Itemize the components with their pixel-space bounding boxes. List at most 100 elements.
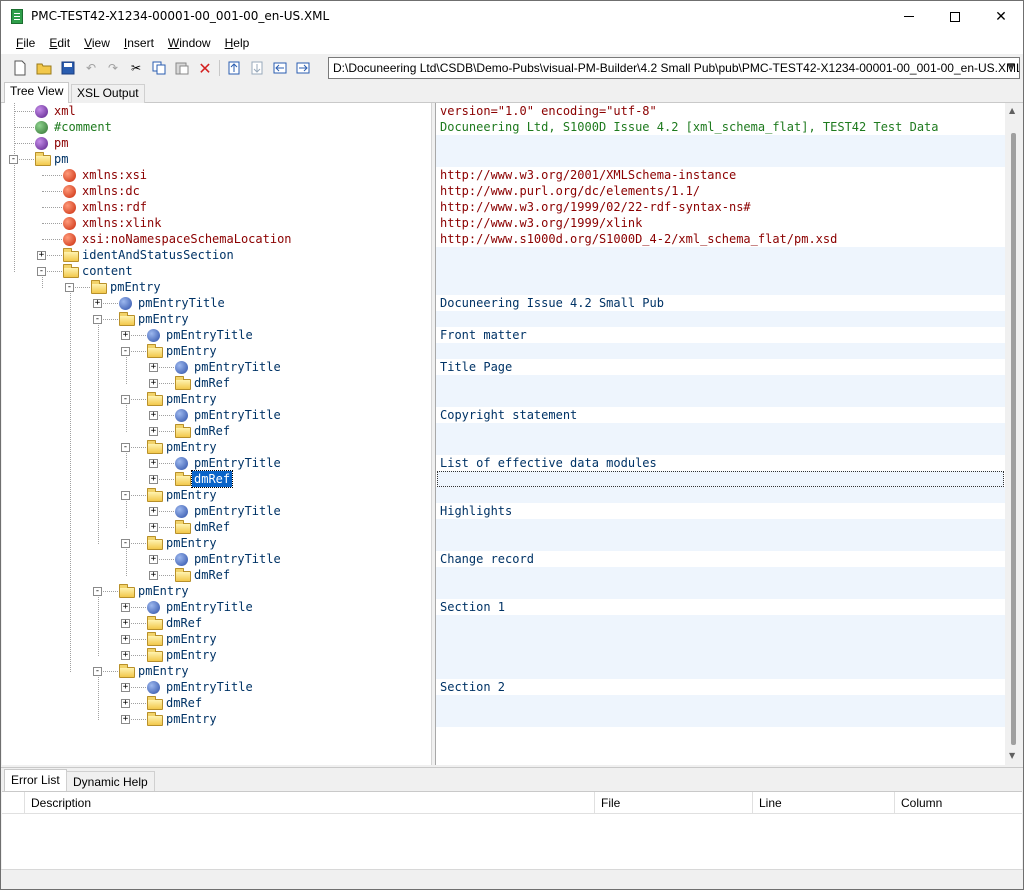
node-value-row[interactable] xyxy=(436,647,1005,663)
tree-node-label[interactable]: pmEntry xyxy=(138,584,189,598)
node-value-row[interactable] xyxy=(436,487,1005,503)
expand-node-icon[interactable]: + xyxy=(37,250,46,260)
chevron-down-icon[interactable]: ▼ xyxy=(1006,61,1016,72)
scroll-down-icon[interactable]: ▼ xyxy=(1009,751,1016,760)
tree-node-label[interactable]: dmRef xyxy=(190,470,234,488)
tree-node-label[interactable]: dmRef xyxy=(194,424,231,438)
tree-node-label[interactable]: pm xyxy=(54,136,69,150)
node-value-row[interactable]: Front matter xyxy=(436,327,1005,343)
node-value-row[interactable]: http://www.w3.org/1999/xlink xyxy=(436,215,1005,231)
node-value-row[interactable] xyxy=(436,135,1005,151)
tab-tree-view[interactable]: Tree View xyxy=(4,82,70,104)
tab-error-list[interactable]: Error List xyxy=(4,769,67,792)
collapse-node-icon[interactable]: - xyxy=(121,442,130,452)
expand-node-icon[interactable]: + xyxy=(121,650,130,660)
node-value-row[interactable] xyxy=(436,151,1005,167)
redo-button[interactable]: ↷ xyxy=(104,59,122,77)
open-file-button[interactable] xyxy=(35,59,53,77)
scrollbar-thumb[interactable] xyxy=(1011,133,1016,745)
expand-node-icon[interactable]: + xyxy=(121,602,130,612)
node-value-text[interactable]: Docuneering Ltd, S1000D Issue 4.2 [xml_s… xyxy=(440,120,939,134)
tree-node-row[interactable]: -pmEntry xyxy=(2,535,431,551)
tree-node-row[interactable]: +pmEntryTitle xyxy=(2,407,431,423)
node-value-row[interactable] xyxy=(436,615,1005,631)
tree-node-row[interactable]: +dmRef xyxy=(2,375,431,391)
node-value-row[interactable] xyxy=(436,279,1005,295)
tree-node-row[interactable]: + dmRef xyxy=(2,615,431,631)
tree-node-row[interactable]: -content xyxy=(2,263,431,279)
node-value-row[interactable]: Docuneering Ltd, S1000D Issue 4.2 [xml_s… xyxy=(436,119,1005,135)
node-value-row[interactable]: Section 1 xyxy=(436,599,1005,615)
tree-node-label[interactable]: pmEntry xyxy=(166,344,217,358)
expand-node-icon[interactable]: + xyxy=(149,378,158,388)
node-value-text[interactable]: Change record xyxy=(440,552,534,566)
expand-node-icon[interactable]: + xyxy=(149,362,158,372)
tree-node-label[interactable]: xmlns:rdf xyxy=(82,200,148,214)
tree-node-label[interactable]: pmEntry xyxy=(166,536,217,550)
save-button[interactable] xyxy=(59,59,77,77)
expand-node-icon[interactable]: + xyxy=(149,522,158,532)
collapse-node-icon[interactable]: - xyxy=(37,266,46,276)
node-value-text[interactable]: version="1.0" encoding="utf-8" xyxy=(440,104,657,118)
node-value-text[interactable]: http://www.w3.org/1999/xlink xyxy=(440,216,643,230)
node-value-text[interactable]: Section 2 xyxy=(440,680,506,694)
tree-node-label[interactable]: #comment xyxy=(54,120,112,134)
minimize-button[interactable] xyxy=(886,1,932,32)
tree-node-row[interactable]: + pmEntry xyxy=(2,647,431,663)
copy-button[interactable] xyxy=(150,59,168,77)
column-line[interactable]: Line xyxy=(752,792,894,814)
node-value-text[interactable]: http://www.w3.org/1999/02/22-rdf-syntax-… xyxy=(440,200,751,214)
node-value-row[interactable] xyxy=(436,263,1005,279)
expand-node-icon[interactable]: + xyxy=(121,698,130,708)
node-value-row[interactable]: http://www.s1000d.org/S1000D_4-2/xml_sch… xyxy=(436,231,1005,247)
collapse-node-icon[interactable]: - xyxy=(121,346,130,356)
tree-node-row[interactable]: +pmEntry xyxy=(2,631,431,647)
node-value-row[interactable] xyxy=(436,631,1005,647)
node-value-row[interactable] xyxy=(436,695,1005,711)
tree-node-label[interactable]: identAndStatusSection xyxy=(82,248,234,262)
tree-node-label[interactable]: pmEntryTitle xyxy=(194,504,281,518)
tree-node-row[interactable]: - pmEntry xyxy=(2,343,431,359)
tree-node-row[interactable]: xmlns:dc xyxy=(2,183,431,199)
node-value-row[interactable]: Highlights xyxy=(436,503,1005,519)
node-value-text[interactable]: Front matter xyxy=(440,328,527,342)
node-values-pane[interactable]: version="1.0" encoding="utf-8" Docuneerin… xyxy=(436,103,1005,765)
node-value-row[interactable] xyxy=(436,311,1005,327)
tree-node-label[interactable]: pmEntry xyxy=(138,312,189,326)
node-value-row[interactable]: Docuneering Issue 4.2 Small Pub xyxy=(436,295,1005,311)
tree-node-row[interactable]: -pmEntry xyxy=(2,439,431,455)
tree-node-label[interactable]: xmlns:dc xyxy=(82,184,140,198)
menu-insert[interactable]: Insert xyxy=(117,32,161,54)
tree-node-label[interactable]: pmEntry xyxy=(166,488,217,502)
expand-node-icon[interactable]: + xyxy=(149,458,158,468)
node-value-row[interactable] xyxy=(436,519,1005,535)
expand-node-icon[interactable]: + xyxy=(121,618,130,628)
tree-node-label[interactable]: dmRef xyxy=(166,616,203,630)
delete-button[interactable]: ✕ xyxy=(196,59,214,78)
tree-node-label[interactable]: pmEntryTitle xyxy=(194,408,281,422)
tree-node-label[interactable]: pmEntry xyxy=(166,632,217,646)
tab-dynamic-help[interactable]: Dynamic Help xyxy=(66,771,155,792)
tree-node-row[interactable]: -pm xyxy=(2,151,431,167)
collapse-node-icon[interactable]: - xyxy=(65,282,74,292)
new-file-button[interactable] xyxy=(11,59,29,77)
expand-node-icon[interactable]: + xyxy=(149,506,158,516)
scroll-up-icon[interactable]: ▲ xyxy=(1009,106,1016,115)
move-down-button[interactable] xyxy=(248,59,266,77)
tree-node-row[interactable]: +dmRef xyxy=(2,423,431,439)
maximize-button[interactable] xyxy=(932,1,978,32)
collapse-node-icon[interactable]: - xyxy=(93,666,102,676)
menu-file[interactable]: File xyxy=(9,32,42,54)
tree-node-row[interactable]: -pmEntry xyxy=(2,487,431,503)
node-value-row[interactable] xyxy=(436,375,1005,391)
node-value-text[interactable]: http://www.purl.org/dc/elements/1.1/ xyxy=(440,184,701,198)
tree-node-row[interactable]: +pmEntryTitle xyxy=(2,455,431,471)
node-value-row[interactable] xyxy=(436,247,1005,263)
tree-node-label[interactable]: pmEntry xyxy=(166,648,217,662)
tree-node-row[interactable]: +pmEntryTitle xyxy=(2,679,431,695)
tree-node-row[interactable]: +dmRef xyxy=(2,695,431,711)
expand-node-icon[interactable]: + xyxy=(93,298,102,308)
expand-node-icon[interactable]: + xyxy=(121,682,130,692)
node-value-text[interactable]: Copyright statement xyxy=(440,408,578,422)
